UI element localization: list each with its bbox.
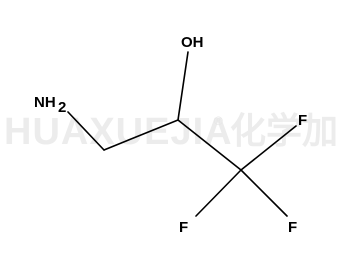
atom-label-f-top: F bbox=[298, 112, 307, 129]
atom-label-oh: OH bbox=[181, 34, 204, 51]
atom-label-nh: NH bbox=[34, 94, 56, 111]
bond-choh-to-cf3 bbox=[177, 119, 242, 171]
bond-ch2-to-nh2 bbox=[67, 111, 105, 151]
atom-label-nh2-subscript: 2 bbox=[58, 99, 66, 116]
atom-label-f-right: F bbox=[288, 219, 297, 236]
bond-ch2-to-choh bbox=[103, 119, 179, 151]
bond-cf3-to-f-right bbox=[240, 169, 288, 217]
bond-cf3-to-f-top bbox=[240, 125, 297, 171]
bond-cf3-to-f-left bbox=[195, 169, 242, 217]
atom-label-f-left: F bbox=[179, 219, 188, 236]
bond-choh-to-oh bbox=[177, 51, 189, 121]
